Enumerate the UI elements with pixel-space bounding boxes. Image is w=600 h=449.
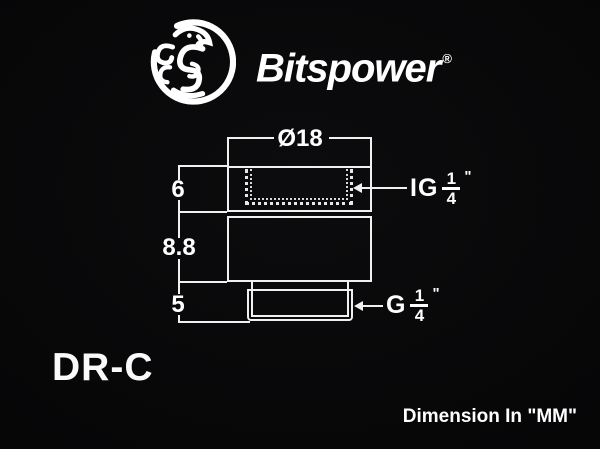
- internal-thread-unit: ": [464, 168, 472, 185]
- fitting-top-section: [227, 166, 372, 212]
- external-thread-outer: [247, 289, 353, 321]
- external-thread-inner: [251, 289, 349, 317]
- brand-name: Bitspower®: [256, 42, 452, 91]
- leader-arrow-internal-thread-icon: [353, 183, 362, 193]
- dim-line-heights-seg3: [178, 259, 180, 294]
- external-thread-prefix: G: [386, 290, 407, 319]
- dim-label-height-bottom: 5: [171, 291, 185, 318]
- external-thread-unit: ": [432, 285, 440, 302]
- model-number: DR-C: [52, 346, 154, 389]
- dim-ext-diameter-right: [370, 137, 372, 166]
- dim-line-diameter-left: [227, 137, 274, 139]
- dim-line-heights-seg4: [178, 315, 180, 323]
- neck-line-left: [251, 282, 253, 291]
- dimension-unit-note: Dimension In "MM": [402, 406, 577, 427]
- fraction-bar: [410, 303, 429, 307]
- bitspower-dragon-logo-icon: [148, 18, 237, 106]
- dim-ext-mid1: [178, 211, 227, 213]
- dim-label-height-middle: 8.8: [162, 234, 196, 261]
- internal-thread-label: IG 1 4 ": [410, 165, 472, 211]
- neck-line-right: [347, 282, 349, 291]
- internal-thread-fraction: 1 4: [442, 170, 461, 207]
- dim-line-diameter-right: [329, 137, 372, 139]
- internal-thread-prefix: IG: [410, 173, 439, 202]
- dim-ext-bottom: [178, 321, 250, 323]
- brand-text: Bitspower: [256, 46, 441, 91]
- leader-line-internal-thread: [361, 187, 407, 189]
- dim-line-heights-seg1: [178, 166, 180, 180]
- fraction-bar: [442, 186, 461, 190]
- fitting-middle-section: [227, 216, 372, 282]
- internal-thread-dashed-outline: [245, 169, 353, 205]
- dim-label-diameter: Ø18: [277, 125, 323, 152]
- dim-ext-diameter-left: [227, 137, 229, 166]
- dim-ext-top: [178, 165, 227, 167]
- dim-label-height-top: 6: [171, 176, 185, 203]
- dim-ext-mid2: [178, 281, 227, 283]
- registered-mark: ®: [442, 51, 452, 66]
- external-thread-fraction: 1 4: [410, 287, 429, 324]
- external-thread-label: G 1 4 ": [386, 282, 440, 328]
- internal-thread-dashed-inline: [250, 169, 348, 200]
- leader-line-external-thread: [362, 305, 383, 307]
- dim-line-heights-seg2: [178, 200, 180, 238]
- leader-arrow-external-thread-icon: [354, 301, 363, 311]
